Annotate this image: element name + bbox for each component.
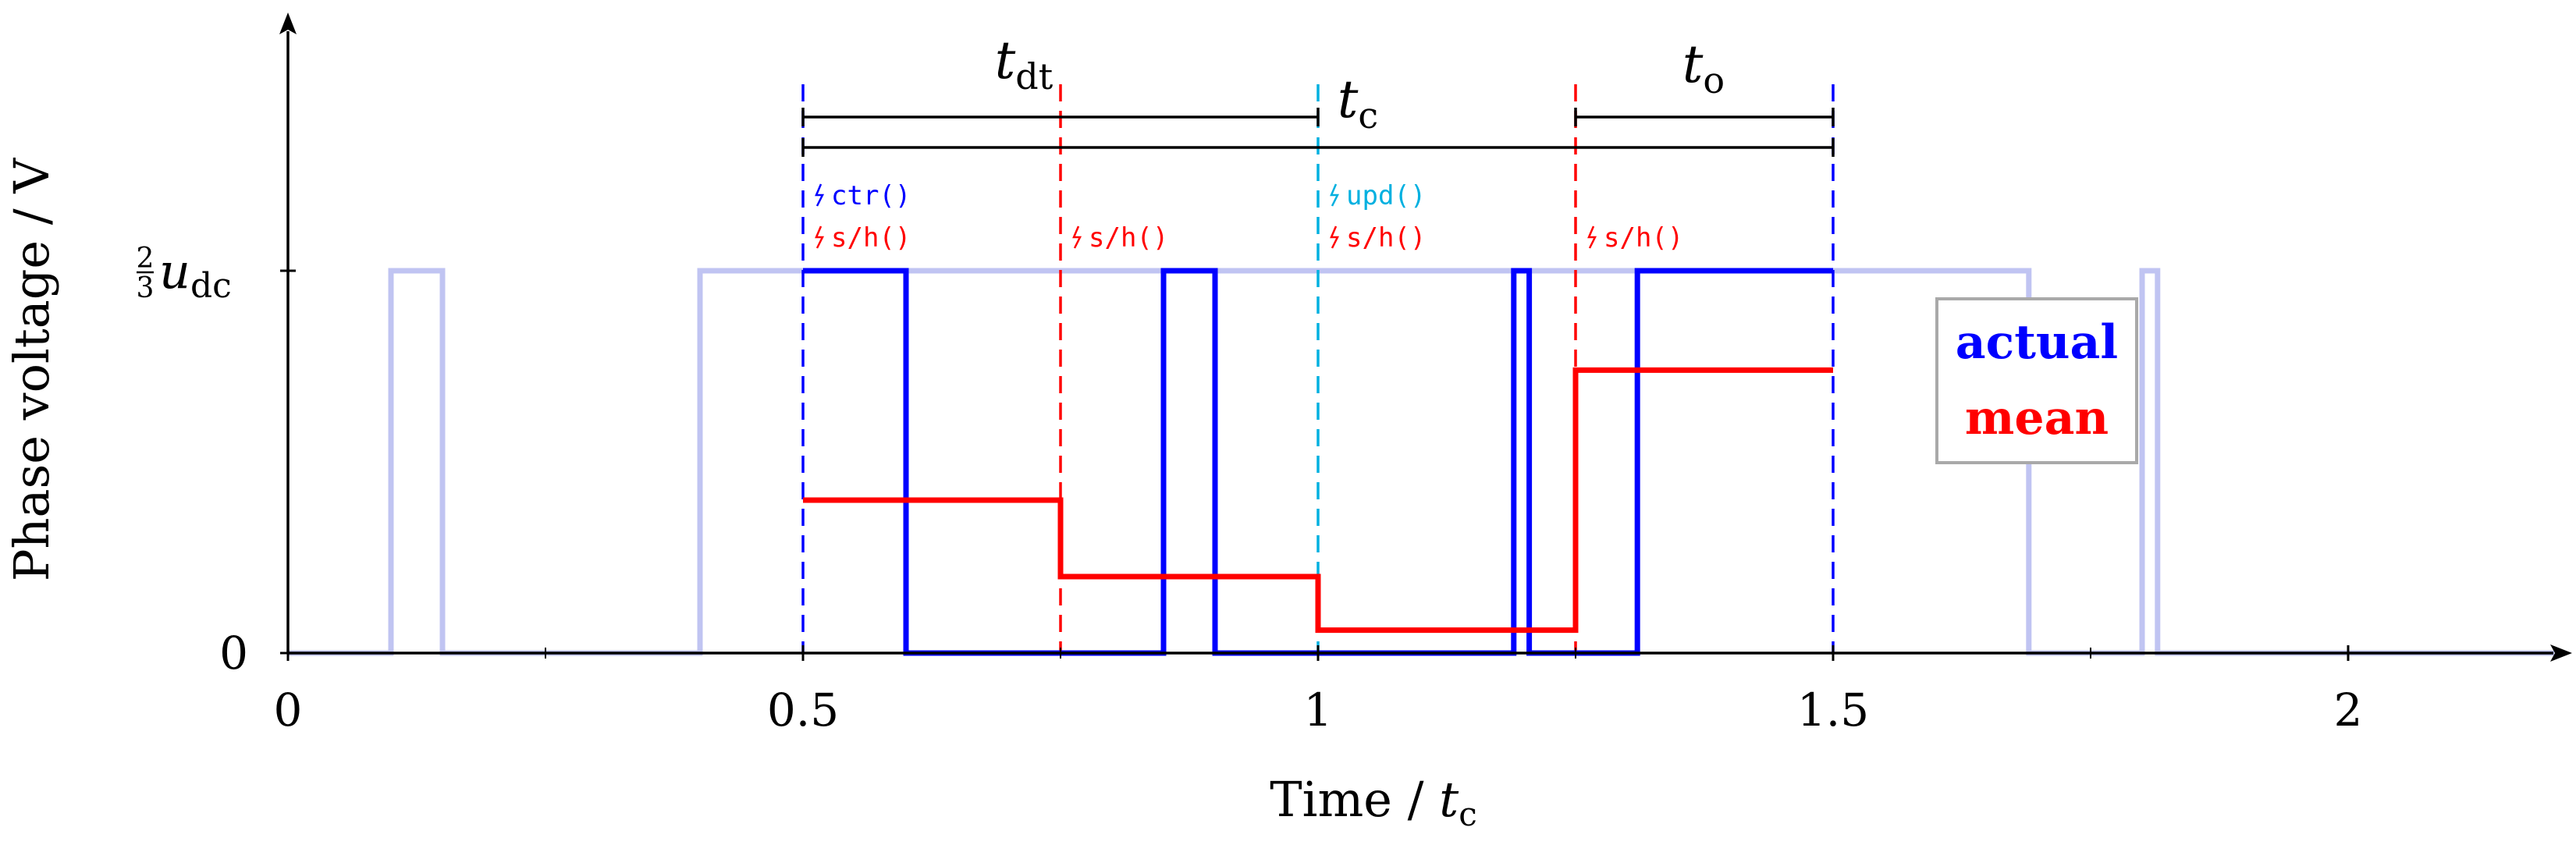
legend: actual mean [1935, 297, 2138, 464]
interval-label-sub: c [1358, 94, 1378, 137]
x-tick-label-0: 0 [274, 683, 303, 737]
y-tick-label-0: 0 [219, 627, 248, 680]
x-tick-label-1: 0.5 [767, 683, 839, 737]
x-axis-label-var: t [1439, 771, 1459, 828]
interrupt-icon [815, 225, 825, 249]
interval-label-c: tc [1338, 69, 1378, 137]
interval-label-var: t [1682, 34, 1704, 94]
x-tick-label-2: 1 [1304, 683, 1333, 737]
interrupt-icon [1330, 225, 1340, 249]
interval-label-sub: o [1703, 59, 1725, 101]
series-line-mean [803, 367, 1833, 634]
event-label-text: s/h() [831, 222, 911, 254]
event-vlines-layer [801, 84, 1835, 653]
interrupt-icon [1072, 225, 1082, 249]
y-tick-label-expr: udc [159, 243, 232, 306]
legend-box [1935, 297, 2138, 464]
event-label-5: s/h() [1587, 222, 1683, 254]
event-label-1: s/h() [815, 222, 911, 254]
interval-label-o: to [1682, 34, 1725, 101]
y-axis-label: Phase voltage / V [3, 158, 60, 582]
event-label-2: s/h() [1072, 222, 1168, 254]
x-tick-label-4: 2 [2334, 683, 2363, 737]
interval-label-var: t [1338, 69, 1359, 130]
interval-label-sub: dt [1015, 55, 1053, 98]
interval-label-dt: tdt [995, 30, 1053, 98]
event-label-text: upd() [1346, 180, 1426, 211]
y-tick-label-frac-num: 2 [137, 243, 155, 275]
x-axis-label: Time / tc [1270, 771, 1476, 833]
interrupt-icon [815, 183, 825, 207]
event-label-text: s/h() [1089, 222, 1168, 254]
legend-entry-actual: actual [1956, 315, 2118, 370]
event-label-text: s/h() [1604, 222, 1683, 254]
x-axis-label-text: Time / [1270, 771, 1439, 828]
event-label-text: s/h() [1346, 222, 1426, 254]
y-tick-label-sub: dc [190, 266, 232, 306]
y-tick-label-frac-den: 3 [137, 272, 155, 304]
x-axis-arrowhead [2550, 644, 2572, 662]
x-tick-label-3: 1.5 [1797, 683, 1869, 737]
interrupt-icon [1330, 183, 1340, 207]
event-label-3: upd() [1330, 180, 1426, 211]
event-label-0: ctr() [815, 180, 911, 211]
y-axis-arrowhead [279, 12, 297, 34]
legend-entry-mean: mean [1965, 391, 2109, 446]
x-axis-label-sub: c [1459, 795, 1477, 833]
interrupt-icon [1587, 225, 1597, 249]
event-label-text: ctr() [831, 180, 911, 211]
context-trace-layer [288, 268, 2554, 656]
y-tick-label-var: u [159, 243, 190, 300]
event-label-4: s/h() [1330, 222, 1426, 254]
context-trace-line [288, 268, 2554, 656]
interval-label-var: t [995, 30, 1016, 91]
